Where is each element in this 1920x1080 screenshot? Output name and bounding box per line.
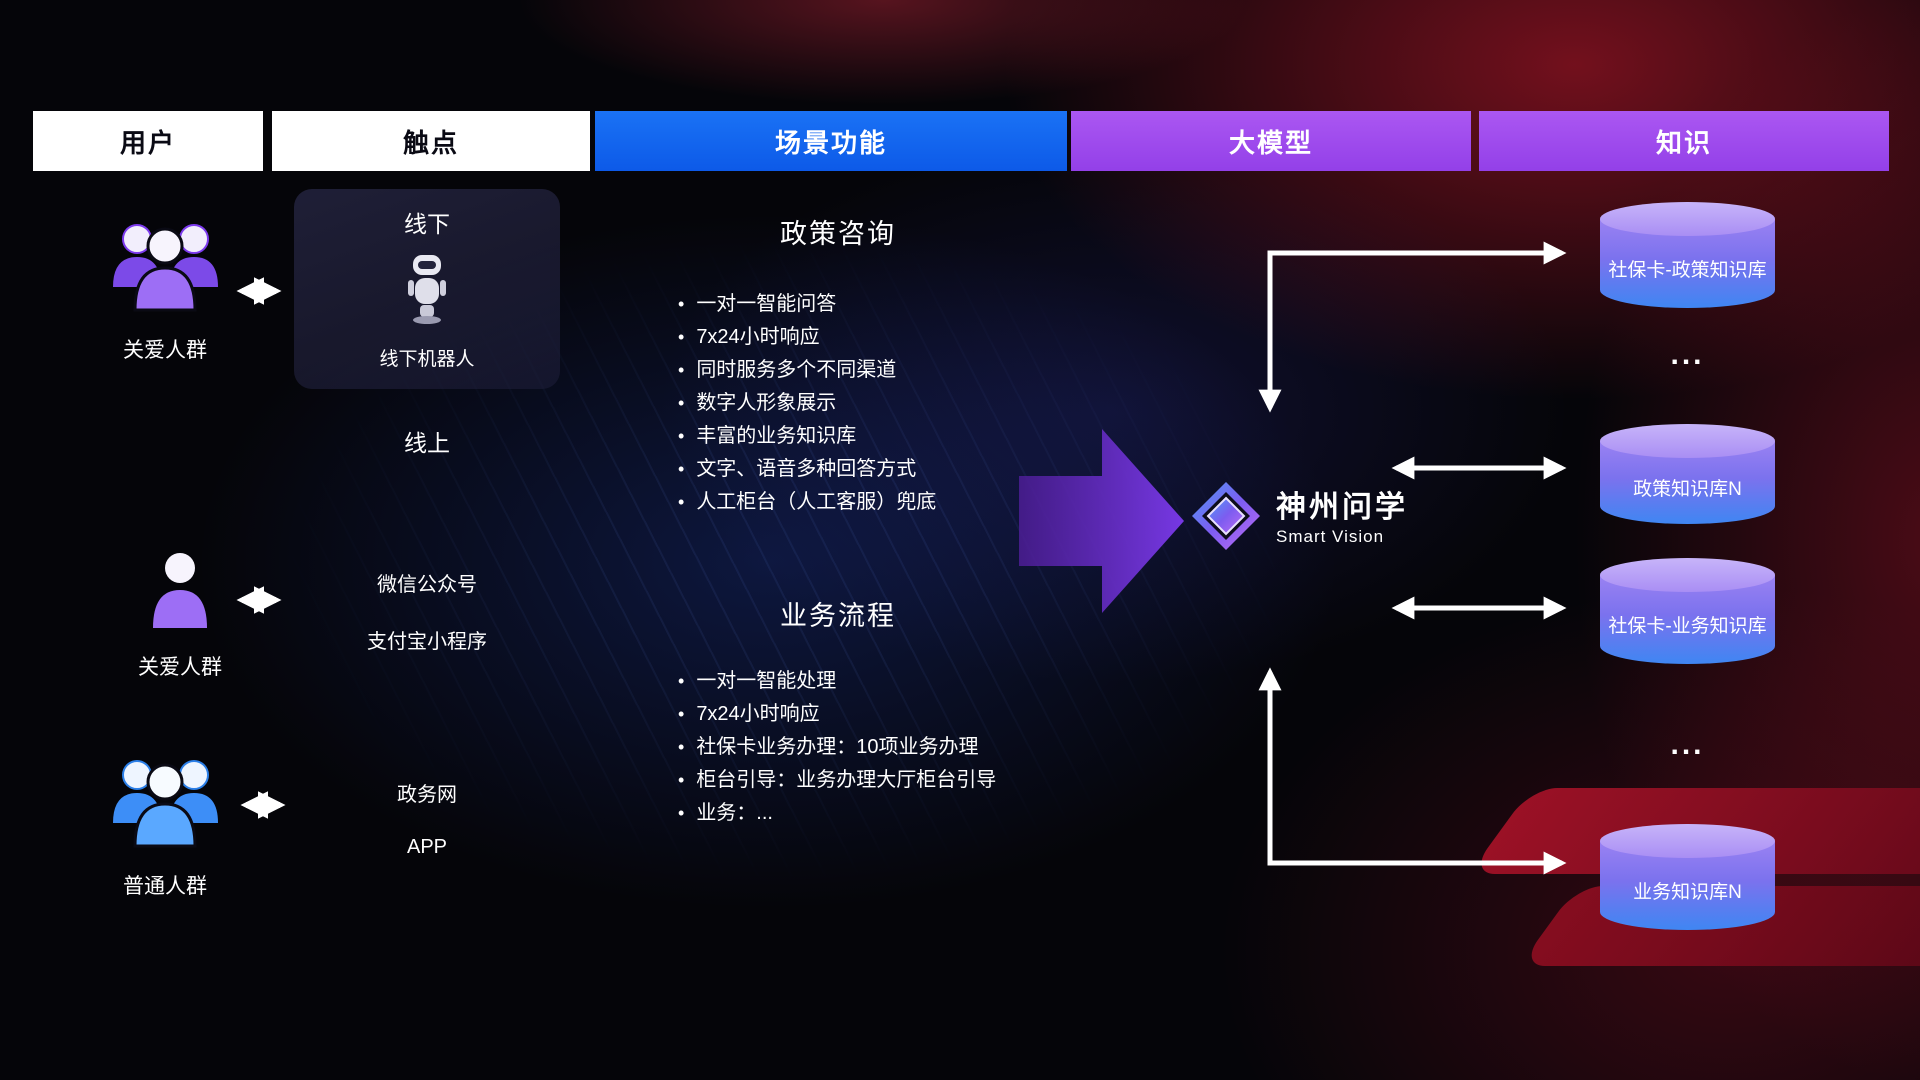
cylinder-top <box>1600 558 1775 592</box>
business-feature-list: 一对一智能处理 7x24小时响应 社保卡业务办理：10项业务办理 柜台引导：业务… <box>678 665 1118 830</box>
user-group-general: 普通人群 <box>90 748 240 900</box>
feature-item: 一对一智能处理 <box>678 665 1118 698</box>
feature-item: 柜台引导：业务办理大厅柜台引导 <box>678 764 1118 797</box>
feature-item: 文字、语音多种回答方式 <box>678 453 1118 486</box>
feature-item: 7x24小时响应 <box>678 698 1118 731</box>
model-logo-block: 神州问学 Smart Vision <box>1190 480 1408 557</box>
cylinder-top <box>1600 824 1775 858</box>
user-group-care-1: 关爱人群 <box>90 212 240 364</box>
robot-icon <box>403 253 451 330</box>
diamond-logo-icon <box>1190 480 1262 557</box>
scenario-title-policy: 政策咨询 <box>780 219 896 249</box>
feature-item: 业务：... <box>678 797 1118 830</box>
cylinder-top <box>1600 424 1775 458</box>
feature-item: 数字人形象展示 <box>678 387 1118 420</box>
knowledge-db-label: 社保卡-政策知识库 <box>1608 260 1767 281</box>
knowledge-ellipsis: ... <box>1670 728 1705 761</box>
people-group-purple-icon <box>103 224 228 321</box>
model-name: 神州问学 <box>1276 490 1408 524</box>
knowledge-db-label: 社保卡-业务知识库 <box>1608 616 1767 637</box>
scenario-title-business: 业务流程 <box>780 601 896 631</box>
feature-item: 人工柜台（人工客服）兜底 <box>678 486 1118 519</box>
knowledge-db-policy-ssc: 社保卡-政策知识库 <box>1600 202 1775 308</box>
column-header-model: 大模型 <box>1071 111 1471 171</box>
user-group-label: 普通人群 <box>123 875 207 898</box>
policy-feature-list: 一对一智能问答 7x24小时响应 同时服务多个不同渠道 数字人形象展示 丰富的业… <box>678 288 1118 519</box>
online-title: 线上 <box>404 430 450 456</box>
knowledge-db-business-n: 业务知识库N <box>1600 824 1775 930</box>
feature-item: 一对一智能问答 <box>678 288 1118 321</box>
knowledge-db-business-ssc: 社保卡-业务知识库 <box>1600 558 1775 664</box>
offline-title: 线下 <box>404 211 450 237</box>
user-group-label: 关爱人群 <box>138 656 222 679</box>
knowledge-db-label: 政策知识库N <box>1633 479 1742 500</box>
model-subtitle: Smart Vision <box>1276 526 1385 546</box>
feature-item: 同时服务多个不同渠道 <box>678 354 1118 387</box>
cylinder-top <box>1600 202 1775 236</box>
offline-robot-label: 线下机器人 <box>379 349 475 370</box>
column-header-touchpoints: 触点 <box>272 111 590 171</box>
people-group-blue-icon <box>103 760 228 857</box>
knowledge-db-label: 业务知识库N <box>1633 882 1742 903</box>
touchpoint-gov-web: 政务网 <box>397 784 457 806</box>
person-purple-icon <box>145 553 215 638</box>
knowledge-db-policy-n: 政策知识库N <box>1600 424 1775 524</box>
feature-item: 丰富的业务知识库 <box>678 420 1118 453</box>
touchpoint-wechat: 微信公众号 <box>377 574 477 596</box>
column-header-users: 用户 <box>33 111 263 171</box>
feature-item: 社保卡业务办理：10项业务办理 <box>678 731 1118 764</box>
feature-item: 7x24小时响应 <box>678 321 1118 354</box>
user-group-label: 关爱人群 <box>123 339 207 362</box>
knowledge-ellipsis: ... <box>1670 338 1705 371</box>
touchpoint-alipay: 支付宝小程序 <box>367 631 487 653</box>
offline-touchpoint-card: 线下 线下机器人 <box>294 189 560 389</box>
touchpoint-app: APP <box>406 836 448 858</box>
column-header-scenarios: 场景功能 <box>595 111 1067 171</box>
column-header-knowledge: 知识 <box>1479 111 1889 171</box>
user-group-care-2: 关爱人群 <box>115 548 245 681</box>
